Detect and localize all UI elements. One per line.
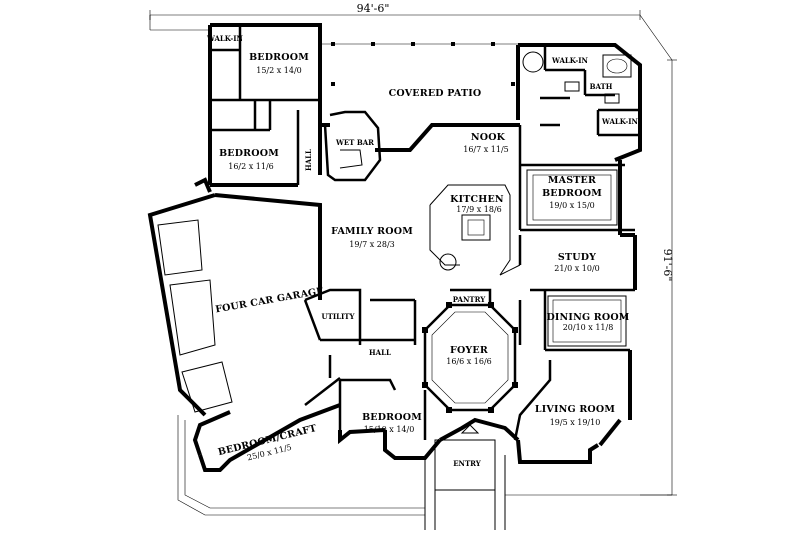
master-bath-fixtures [522,51,632,104]
kitchen-label: KITCHEN [450,194,504,205]
study-size: 21/0 x 10/0 [554,264,600,273]
bedroom-top-size: 15/2 x 14/0 [256,66,302,75]
dining-room-size: 20/10 x 11/8 [563,323,614,332]
master-bedroom-size: 19/0 x 15/0 [549,201,595,210]
dining-room-label: DINING ROOM [546,312,629,323]
overall-width-label: 94'-6" [357,2,390,15]
family-room-label: FAMILY ROOM [331,226,413,237]
master-tray-ceiling [526,169,618,226]
overall-depth-label: 91'-6" [661,249,674,282]
garage-slabs [157,219,233,413]
family-room-size: 19/7 x 28/3 [349,240,395,249]
walk-in-master-top-label: WALK-IN [551,56,589,65]
covered-patio-label: COVERED PATIO [389,88,482,99]
living-room-label: LIVING ROOM [535,404,615,415]
foyer-size: 16/6 x 16/6 [446,357,492,366]
nook-label: NOOK [471,132,506,143]
bedroom-bottom-label: BEDROOM [362,412,422,423]
bedroom-left-size: 16/2 x 11/6 [228,162,274,171]
master-bedroom-label-1: MASTER [548,175,596,186]
nook-size: 16/7 x 11/5 [463,145,509,154]
foyer-label: FOYER [450,345,488,356]
pantry-label: PANTRY [453,295,486,304]
entry-label: ENTRY [453,459,482,468]
kitchen-island [439,214,491,271]
site-lines [177,415,672,516]
dining-tray-ceiling [547,295,627,347]
study-label: STUDY [558,252,596,263]
patio-columns [320,42,518,86]
living-room-size: 19/5 x 19/10 [550,418,601,427]
entry-walkway [424,424,506,530]
hall-left-label: HALL [304,149,313,171]
walk-in-master-side-label: WALK-IN [601,117,639,126]
interior-walls [210,25,640,441]
bedroom-bottom-size: 15/10 x 14/0 [364,425,415,434]
utility-label: UTILITY [322,312,356,321]
bath-label: BATH [590,82,613,91]
wet-bar-label: WET BAR [335,138,374,147]
walk-in-top-left-label: WALK-IN [206,34,244,43]
bedroom-top-label: BEDROOM [249,52,309,63]
kitchen-size: 17/9 x 18/6 [456,205,502,214]
master-bedroom-label-2: BEDROOM [542,188,602,199]
foyer-octagon [422,302,518,413]
bedroom-left-label: BEDROOM [219,148,279,159]
hall-center-label: HALL [369,348,391,357]
